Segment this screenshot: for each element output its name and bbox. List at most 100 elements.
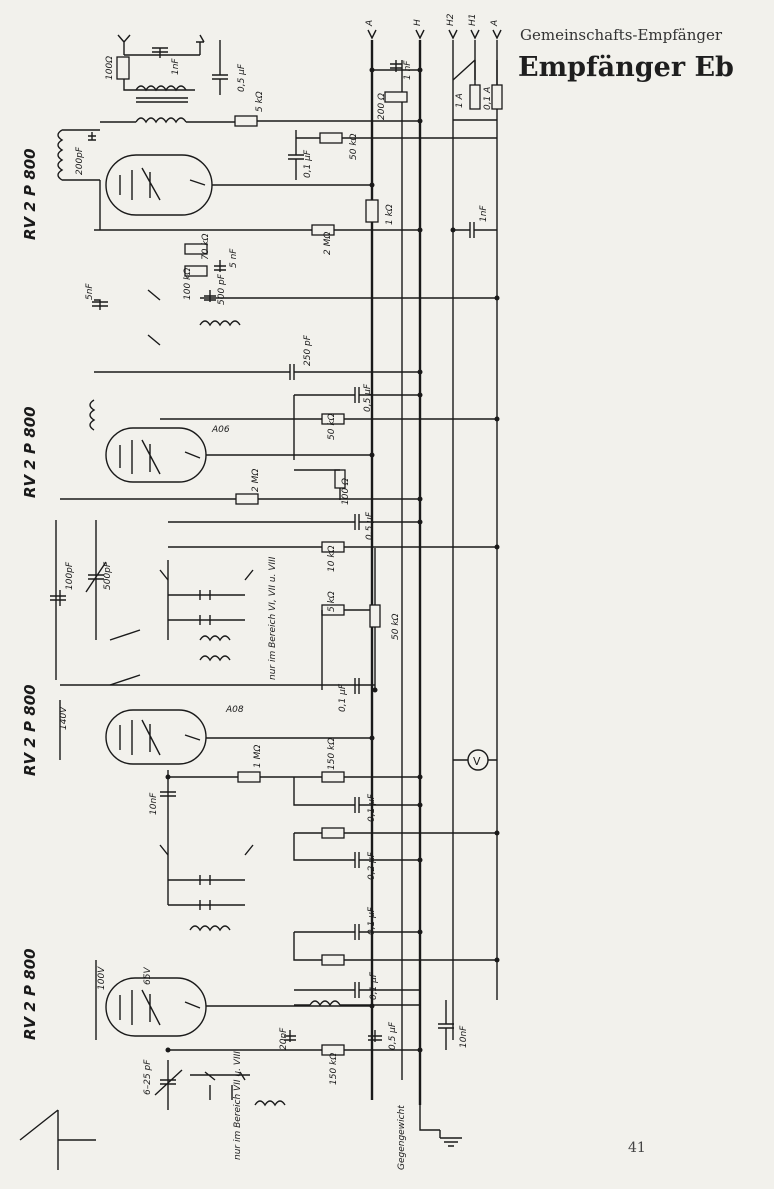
capacitor-label: 0,5 µF — [388, 1021, 398, 1050]
capacitor-label: 500pF — [103, 561, 113, 590]
resistor-icon — [365, 199, 379, 223]
capacitor-label: 1 nF — [403, 60, 413, 80]
capacitor-label: 20nF — [279, 1027, 289, 1050]
tube-label: RV 2 P 800 — [21, 406, 39, 498]
tube-tag: A08 — [225, 705, 244, 715]
capacitor-label: 10nF — [459, 1025, 469, 1048]
capacitor-label: 1nF — [171, 58, 181, 75]
capacitor-label: 0,5 µF — [363, 383, 373, 412]
capacitor-label: 500 pF — [217, 273, 227, 305]
meter-label: V — [473, 755, 481, 768]
potentiometer-icon — [369, 604, 381, 628]
stage-3-network: 1 MΩ 150 kΩ 0,1 µF 10nF 0,2 µF 0,1 µF — [149, 738, 497, 966]
capacitor-label: 0,1 µF — [367, 793, 377, 822]
fuse-label: 0,1 A — [483, 87, 493, 110]
voltmeter: V — [453, 749, 497, 771]
resistor-label: 200 Ω — [377, 93, 387, 120]
resistor-label: 1 MΩ — [253, 745, 263, 768]
output-stage: 0,1 µF 20nF 0,5 µF 150 kΩ 10nF 6–25 pF n… — [143, 971, 469, 1160]
resistor-icon — [321, 954, 345, 966]
capacitor-label: 100pF — [65, 561, 75, 590]
resistor-label: 50 kΩ — [327, 413, 337, 440]
resistor-icon — [321, 771, 345, 783]
terminal-h1: H1 — [468, 14, 480, 40]
capacitor-label: 250 pF — [303, 334, 313, 366]
capacitor-label: 0,5 µF — [365, 511, 375, 540]
capacitor-label: 6–25 pF — [143, 1059, 153, 1095]
capacitor-label: 1nF — [479, 205, 489, 222]
page-number: 41 — [628, 1140, 646, 1156]
resistor-label: 100 Ω — [341, 478, 351, 505]
terminal-h2: H2 — [446, 13, 458, 40]
capacitor-label: 0,1 µF — [367, 906, 377, 935]
voltage-label: 100V — [97, 966, 107, 990]
supply-buses — [370, 40, 498, 1105]
terminal-h: H — [413, 19, 425, 40]
resistor-icon — [116, 56, 130, 80]
fuse-icon — [469, 84, 481, 110]
fuse-icon — [491, 84, 503, 110]
resistor-icon — [321, 827, 345, 839]
terminal-a1: A — [365, 20, 377, 40]
tube-label: RV 2 P 800 — [21, 148, 39, 240]
resistor-label: 5 kΩ — [327, 591, 337, 612]
resistor-icon — [384, 91, 408, 103]
junction-dots — [165, 67, 500, 1053]
rf-coil-input: 200pF — [57, 129, 100, 181]
tube-tag: A06 — [211, 425, 230, 435]
antenna-input: 100Ω 1nF 0,5 µF 5 kΩ — [100, 34, 420, 127]
diagram-title: Empfänger Eb — [518, 52, 734, 83]
counterpoise-ground: Gegengewicht — [397, 1105, 462, 1170]
tube-2: A06 RV 2 P 800 — [21, 399, 372, 498]
tube-label: RV 2 P 800 — [21, 684, 39, 776]
capacitor-label: 0,2 µF — [367, 851, 377, 880]
resistor-icon — [234, 115, 258, 127]
capacitor-label: 5 nF — [229, 248, 239, 268]
capacitor-label: 0,1 µF — [338, 683, 348, 712]
voltage-label: 65V — [143, 967, 153, 985]
tube-label: RV 2 P 800 — [21, 948, 39, 1040]
resistor-label: 100Ω — [105, 56, 115, 80]
terminal-a2: A — [490, 20, 502, 40]
resistor-label: 50 kΩ — [349, 133, 359, 160]
potentiometer-label: 50 kΩ — [391, 613, 401, 640]
terminal-label: H — [413, 19, 423, 26]
stage-2-network: 0,5 µF 50 kΩ 2 MΩ 100 Ω 0,5 µF 100pF 500… — [50, 383, 497, 712]
resistor-icon — [235, 493, 259, 505]
diagram-subtitle: Gemeinschafts-Empfänger — [520, 26, 723, 44]
tube-1: RV 2 P 800 — [21, 148, 372, 240]
resistor-label: 70 kΩ — [201, 233, 211, 260]
top-rc-network: 0,1 µF 50 kΩ 200 Ω 1 nF 1 A 0,1 A — [288, 59, 503, 180]
terminal-label: A — [365, 20, 375, 27]
resistor-icon — [184, 243, 208, 255]
voltage-label: 140V — [59, 706, 69, 730]
resistor-label: 1 kΩ — [385, 204, 395, 225]
fuse-label: 1 A — [455, 93, 465, 108]
capacitor-label: 0,5 µF — [237, 63, 247, 92]
capacitor-label: 10nF — [149, 792, 159, 815]
resistor-label: 150 kΩ — [327, 738, 337, 770]
resistor-label: 100 kΩ — [183, 268, 193, 300]
antenna-icon — [19, 1109, 96, 1170]
resistor-label: 2 MΩ — [251, 469, 261, 492]
terminal-label: H1 — [468, 14, 478, 27]
range-note: nur im Bereich VII u. VIII — [233, 1051, 243, 1160]
resistor-label: 5 kΩ — [255, 91, 265, 112]
detector-stage: 1 kΩ 2 MΩ 1nF 70 kΩ 100 kΩ 5 nF 500 pF 5… — [85, 199, 497, 380]
resistor-label: 150 kΩ — [329, 1053, 339, 1085]
vacuum-tube-icon — [105, 977, 207, 1037]
resistor-label: 10 kΩ — [327, 545, 337, 572]
capacitor-label: 5nF — [85, 283, 95, 300]
resistor-icon — [319, 132, 343, 144]
tube-4: 100V 65V RV 2 P 800 — [21, 948, 372, 1040]
vacuum-tube-icon — [105, 709, 207, 765]
resistor-icon — [237, 771, 261, 783]
capacitor-label: 0,1 µF — [303, 149, 313, 178]
range-note: nur im Bereich VI, VII u. VIII — [268, 556, 278, 680]
resistor-label: 2 MΩ — [323, 232, 333, 255]
ground-label: Gegengewicht — [397, 1105, 407, 1170]
tube-3: A08 140V RV 2 P 800 — [21, 684, 372, 776]
resistor-icon — [184, 265, 208, 277]
terminal-label: A — [490, 20, 500, 27]
